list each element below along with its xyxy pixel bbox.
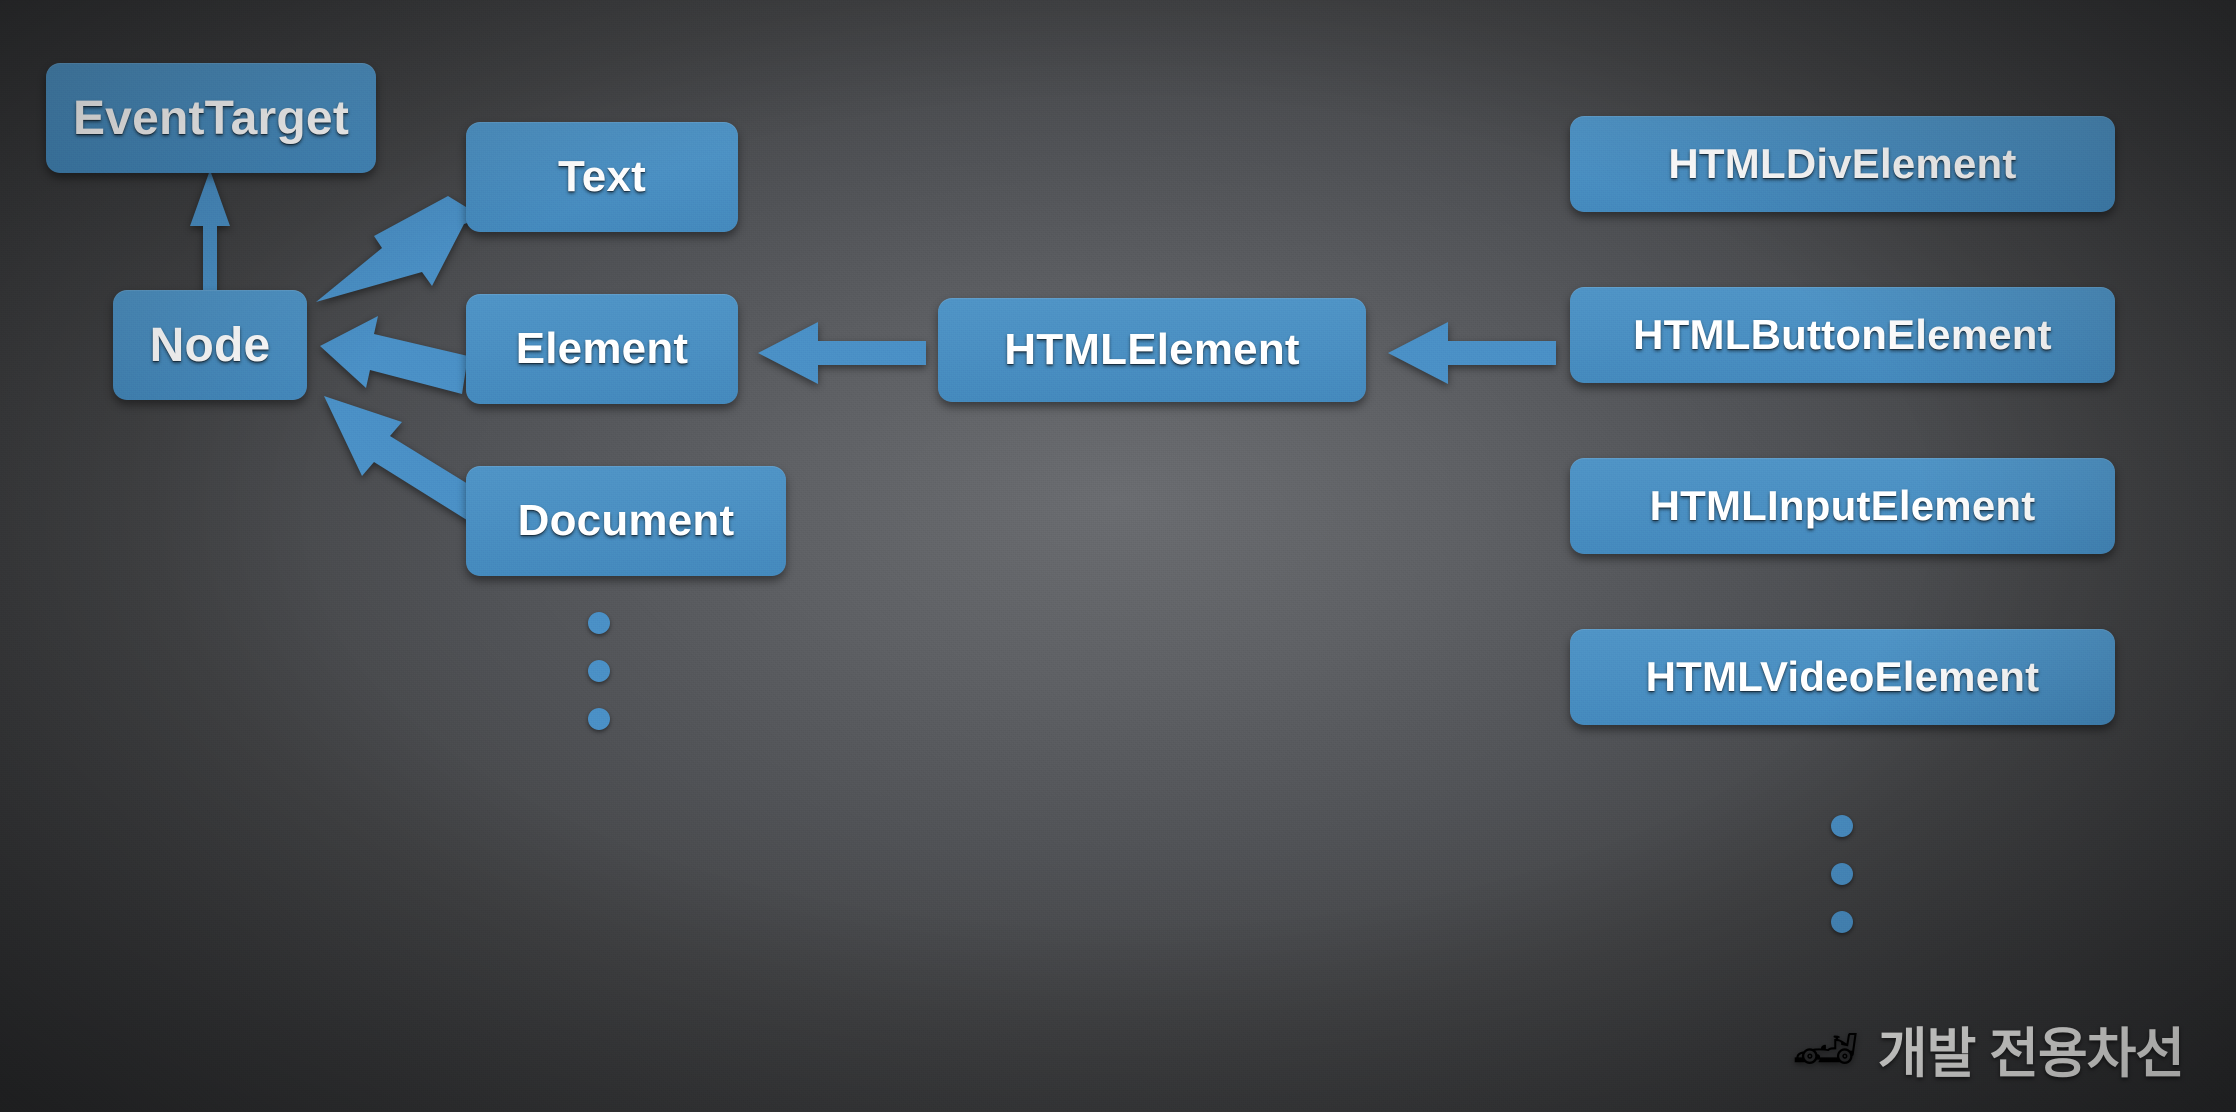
ellipsis-dot bbox=[1831, 863, 1853, 885]
node-html-element[interactable]: HTMLElement bbox=[938, 298, 1366, 402]
ellipsis-dot bbox=[588, 708, 610, 730]
watermark-label: 개발 전용차선 bbox=[1877, 1024, 2185, 1084]
node-html-div-element[interactable]: HTMLDivElement bbox=[1570, 116, 2115, 212]
watermark: 🏎 개발 전용차선 bbox=[1791, 1009, 2185, 1088]
ellipsis-dot bbox=[1831, 911, 1853, 933]
arrow-html-button-element-to-html-element bbox=[1388, 322, 1556, 384]
sports-car-icon: 🏎 bbox=[1791, 1018, 1860, 1079]
ellipsis-dot bbox=[588, 612, 610, 634]
arrow-text-to-node bbox=[316, 196, 484, 302]
node-label: HTMLButtonElement bbox=[1633, 311, 2052, 358]
node-label: EventTarget bbox=[72, 91, 350, 145]
ellipsis-right bbox=[1831, 815, 1853, 933]
node-label: HTMLInputElement bbox=[1649, 482, 2036, 529]
node-event-target[interactable]: EventTarget bbox=[46, 63, 376, 173]
node-html-input-element[interactable]: HTMLInputElement bbox=[1570, 458, 2115, 554]
node-document[interactable]: Document bbox=[466, 466, 786, 576]
node-html-video-element[interactable]: HTMLVideoElement bbox=[1570, 629, 2115, 725]
node-text[interactable]: Text bbox=[466, 122, 738, 232]
node-html-button-element[interactable]: HTMLButtonElement bbox=[1570, 287, 2115, 383]
ellipsis-dot bbox=[588, 660, 610, 682]
arrow-html-element-to-element bbox=[758, 322, 926, 384]
node-label: Document bbox=[517, 496, 735, 545]
node-label: Element bbox=[515, 324, 689, 373]
arrow-element-to-node bbox=[320, 316, 468, 394]
ellipsis-left bbox=[588, 612, 610, 730]
node-label: Text bbox=[557, 152, 646, 201]
node-node[interactable]: Node bbox=[113, 290, 307, 400]
node-label: HTMLVideoElement bbox=[1645, 653, 2040, 700]
ellipsis-dot bbox=[1831, 815, 1853, 837]
node-label: HTMLElement bbox=[1004, 325, 1300, 374]
node-element[interactable]: Element bbox=[466, 294, 738, 404]
node-label: Node bbox=[149, 318, 271, 372]
node-label: HTMLDivElement bbox=[1668, 140, 2017, 187]
arrow-node-to-event-target bbox=[190, 170, 230, 296]
